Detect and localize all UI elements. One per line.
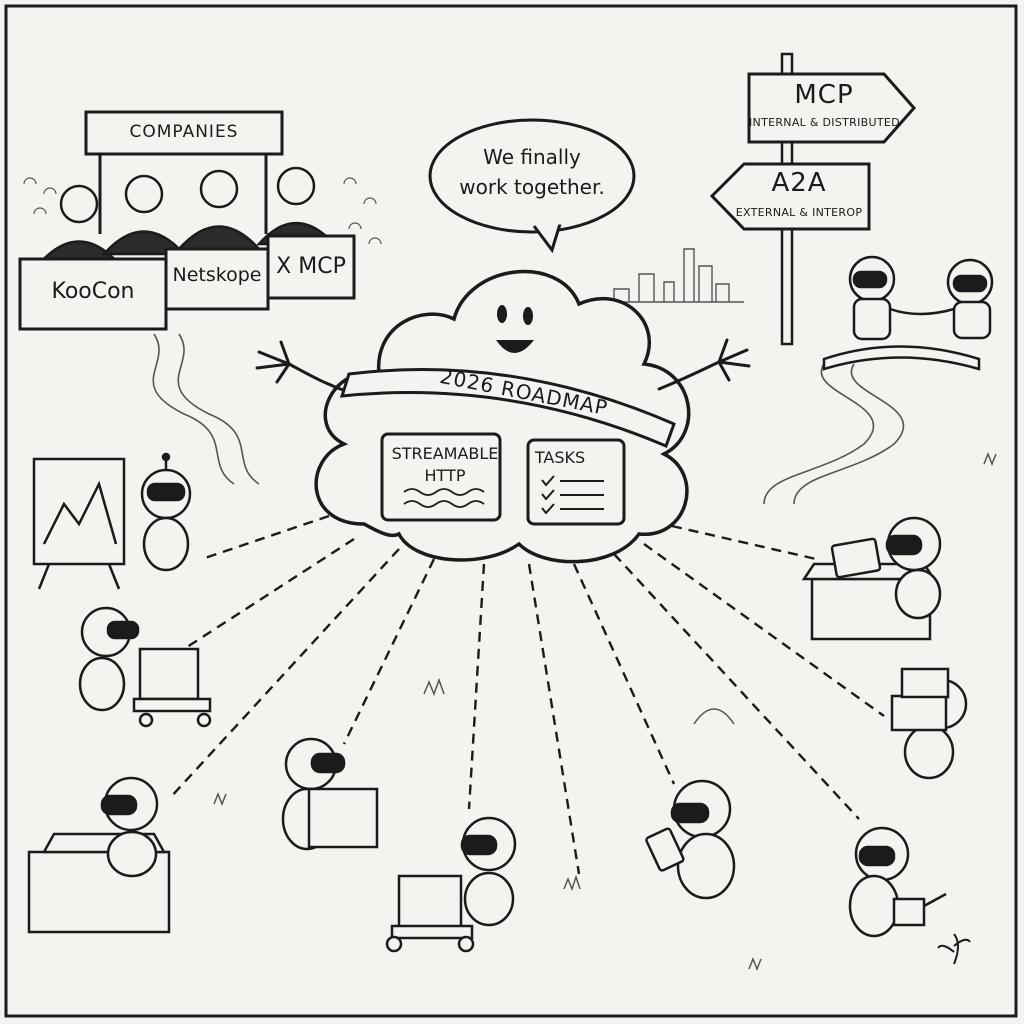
card-streamable-line1: STREAMABLE [391, 444, 499, 463]
crowd [23, 177, 382, 245]
grass [213, 451, 997, 972]
robots-handshake [848, 255, 994, 341]
speech-bubble-shape [428, 118, 636, 254]
sign-a2a-title: A2A [771, 168, 827, 198]
city-skyline [604, 248, 744, 303]
comic-frame: COMPANIES KooCon Netskope X MCP We final… [4, 4, 1018, 1018]
robot-painter [32, 452, 192, 590]
comic-scene [4, 4, 1018, 1018]
companies-stand [18, 110, 356, 331]
sign-a2a-subtitle: EXTERNAL & INTEROP [735, 206, 863, 219]
robot-box-carrier [281, 737, 379, 851]
signpost [709, 52, 917, 346]
robot-cart-left [78, 606, 212, 728]
card-streamable-line2: HTTP [424, 466, 466, 485]
sign-mcp-subtitle: INTERNAL & DISTRIBUTED [749, 116, 900, 129]
robot-watering [848, 826, 971, 965]
robot-writer [27, 776, 171, 934]
robots [27, 255, 994, 965]
robot-laptop [801, 516, 942, 641]
sign-mcp-title: MCP [794, 80, 854, 110]
robot-cart-bottom [385, 816, 517, 953]
companies-board-title: COMPANIES [129, 122, 239, 142]
booth-koocon: KooCon [51, 279, 135, 304]
robot-tablet [645, 779, 736, 900]
booth-x-mcp: X MCP [276, 254, 346, 279]
speech-line-1: We finally [483, 145, 581, 169]
speech-line-2: work together. [459, 175, 605, 199]
connection-lines [168, 514, 885, 875]
robot-box-stack [890, 667, 968, 780]
booth-netskope: Netskope [172, 264, 262, 286]
roadmap-cloud [255, 269, 751, 564]
bridge [822, 345, 981, 371]
card-tasks-title: TASKS [534, 448, 586, 467]
